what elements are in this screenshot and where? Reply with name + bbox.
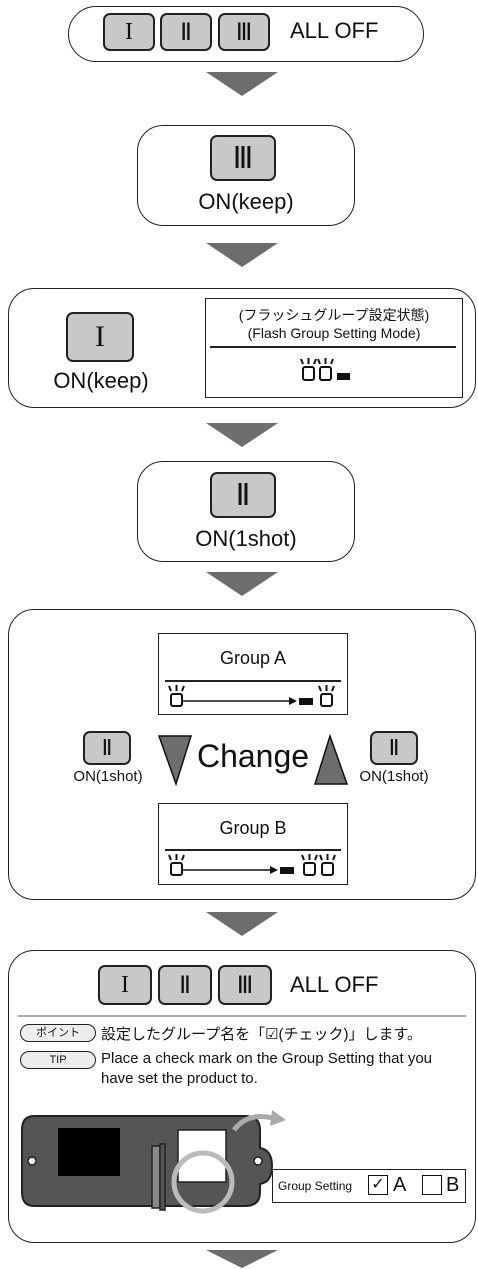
button-1: I <box>66 312 134 362</box>
lcd-divider <box>210 346 456 348</box>
group-b-flash-sequence <box>168 854 336 876</box>
group-b-divider <box>165 849 341 851</box>
device-illustration <box>21 1110 286 1214</box>
tip-text-line1: Place a check mark on the Group Setting … <box>101 1050 433 1067</box>
down-arrow-6 <box>206 1250 278 1268</box>
on-1shot-label: ON(1shot) <box>195 526 297 551</box>
up-triangle-right <box>313 734 349 785</box>
lcd-en-text: (Flash Group Setting Mode) <box>247 325 421 341</box>
down-arrow-1 <box>206 72 278 96</box>
group-setting-box <box>272 1169 466 1203</box>
left-on-1shot: ON(1shot) <box>73 768 143 785</box>
on-keep-label: ON(keep) <box>198 189 294 214</box>
button-2: Ⅱ <box>158 965 212 1005</box>
all-off-label: ALL OFF <box>290 972 379 997</box>
down-arrow-5 <box>206 912 278 936</box>
down-triangle-left <box>157 735 193 786</box>
group-setting-label: Group Setting <box>278 1179 353 1193</box>
all-off-label: ALL OFF <box>290 18 379 43</box>
checkbox-a-checked: ✓ <box>368 1175 388 1195</box>
change-label: Change <box>196 738 310 774</box>
right-button-2: Ⅱ <box>370 731 418 765</box>
group-a-flash-sequence <box>168 685 335 707</box>
button-2: Ⅱ <box>160 13 212 51</box>
on-keep-label: ON(keep) <box>53 368 149 393</box>
button-3: Ⅲ <box>218 965 272 1005</box>
option-a-label: A <box>393 1174 407 1196</box>
left-button-2: Ⅱ <box>83 731 131 765</box>
point-text: 設定したグループ名を「☑(チェック)」します。 <box>101 1026 423 1043</box>
button-1: I <box>98 965 152 1005</box>
point-tag: ポイント <box>20 1024 96 1042</box>
down-arrow-3 <box>206 423 278 447</box>
group-a-label: Group A <box>219 648 287 668</box>
lcd-jp-text: (フラッシュグループ設定状態) <box>238 307 430 323</box>
group-a-divider <box>165 680 341 682</box>
button-2: Ⅱ <box>210 472 276 518</box>
group-b-label: Group B <box>219 818 287 838</box>
button-1: I <box>103 13 155 51</box>
down-arrow-4 <box>206 572 278 596</box>
option-b-label: B <box>446 1174 460 1196</box>
down-arrow-2 <box>206 243 278 267</box>
button-3: Ⅲ <box>218 13 270 51</box>
tip-tag: TIP <box>20 1051 96 1069</box>
group-b-display <box>158 803 348 885</box>
flash-icon <box>300 358 350 381</box>
button-3: Ⅲ <box>210 135 276 181</box>
lcd-display <box>205 298 463 398</box>
right-on-1shot: ON(1shot) <box>359 768 429 785</box>
section-divider <box>18 1015 466 1017</box>
tip-text-line2: have set the product to. <box>101 1070 258 1087</box>
checkbox-b-empty <box>422 1175 442 1195</box>
